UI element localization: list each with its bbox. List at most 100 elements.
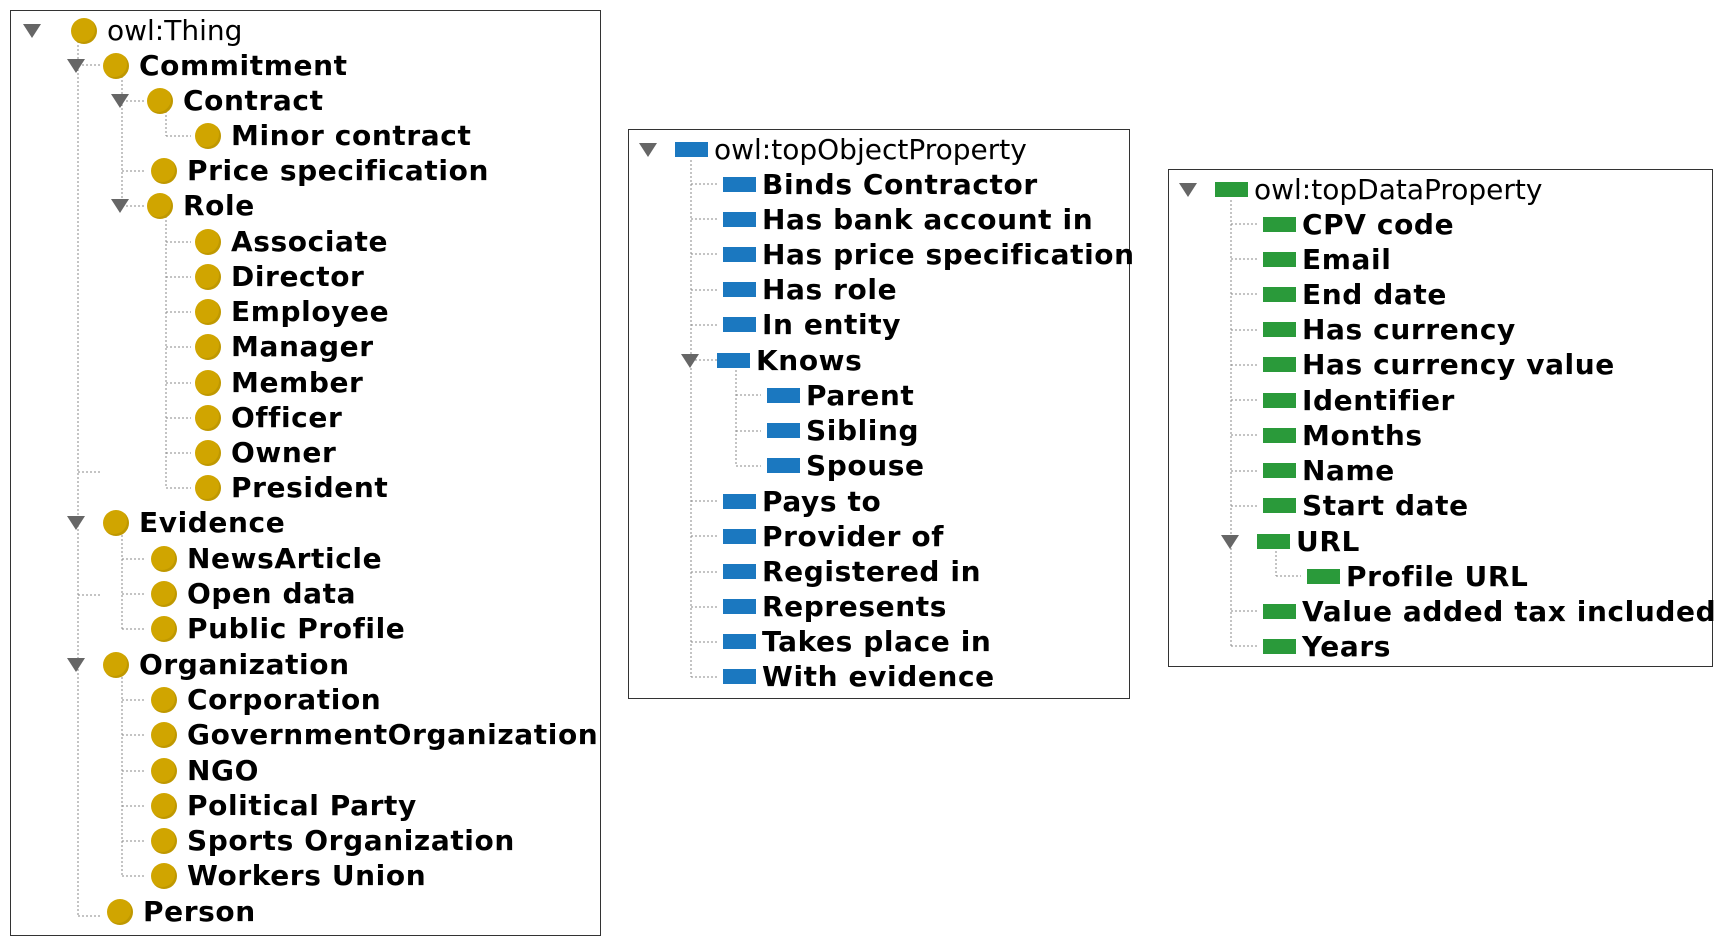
triangle-down-icon[interactable] xyxy=(65,513,87,533)
triangle-down-icon[interactable] xyxy=(637,140,659,160)
triangle-down-icon[interactable] xyxy=(65,655,87,675)
object-property-node[interactable]: Takes place in xyxy=(723,624,991,659)
class-node-associate[interactable]: Associate xyxy=(195,224,388,259)
data-property-bar-icon xyxy=(1263,498,1296,513)
data-property-node[interactable]: Identifier xyxy=(1263,383,1455,418)
data-property-node-top[interactable]: owl:topDataProperty xyxy=(1177,172,1542,207)
class-node-president[interactable]: President xyxy=(195,470,388,505)
object-property-node[interactable]: In entity xyxy=(723,307,901,342)
object-property-node[interactable]: Represents xyxy=(723,589,947,624)
property-label: Email xyxy=(1302,243,1392,276)
class-circle-icon xyxy=(195,333,221,360)
class-label: Corporation xyxy=(187,683,382,716)
class-node-political-party[interactable]: Political Party xyxy=(151,788,417,823)
data-property-node[interactable]: Email xyxy=(1263,242,1391,277)
data-property-node[interactable]: Has currency xyxy=(1263,312,1516,347)
data-property-node[interactable]: Start date xyxy=(1263,488,1469,523)
object-property-node[interactable]: Binds Contractor xyxy=(723,167,1038,202)
object-property-node-knows[interactable]: Knows xyxy=(679,343,862,378)
class-node-price-specification[interactable]: Price specification xyxy=(151,153,489,188)
property-label: Parent xyxy=(806,379,915,412)
object-property-node[interactable]: Spouse xyxy=(767,448,925,483)
class-node-person[interactable]: Person xyxy=(107,894,256,929)
class-label: Price specification xyxy=(187,154,489,187)
class-node-commitment[interactable]: Commitment xyxy=(65,48,348,83)
object-property-node-top[interactable]: owl:topObjectProperty xyxy=(637,132,1027,167)
class-circle-icon xyxy=(103,651,129,678)
class-node-corporation[interactable]: Corporation xyxy=(151,682,381,717)
object-property-node[interactable]: Provider of xyxy=(723,519,944,554)
object-property-bar-icon xyxy=(723,494,756,509)
class-label: Employee xyxy=(231,295,390,328)
class-node-owl-thing[interactable]: owl:Thing xyxy=(21,13,242,48)
object-property-node[interactable]: Registered in xyxy=(723,554,981,589)
property-label: With evidence xyxy=(762,660,995,693)
object-property-bar-icon xyxy=(723,599,756,614)
class-node-sports-organization[interactable]: Sports Organization xyxy=(151,823,515,858)
class-circle-icon xyxy=(195,263,221,290)
class-node-organization[interactable]: Organization xyxy=(65,647,350,682)
triangle-down-icon[interactable] xyxy=(109,196,131,216)
property-label: Knows xyxy=(756,344,863,377)
object-property-node[interactable]: With evidence xyxy=(723,659,995,694)
data-property-bar-icon xyxy=(1263,252,1296,267)
triangle-down-icon[interactable] xyxy=(1219,532,1241,552)
class-node-workers-union[interactable]: Workers Union xyxy=(151,858,426,893)
data-property-bar-icon xyxy=(1263,287,1296,302)
object-property-node[interactable]: Has role xyxy=(723,272,897,307)
data-property-node[interactable]: CPV code xyxy=(1263,207,1454,242)
triangle-down-icon[interactable] xyxy=(21,21,43,41)
data-property-node[interactable]: Years xyxy=(1263,629,1391,664)
object-property-node[interactable]: Sibling xyxy=(767,413,919,448)
class-node-manager[interactable]: Manager xyxy=(195,329,374,364)
data-property-node[interactable]: Profile URL xyxy=(1307,559,1528,594)
class-node-government-organization[interactable]: GovernmentOrganization xyxy=(151,717,598,752)
class-label: Person xyxy=(143,895,256,928)
triangle-down-icon[interactable] xyxy=(1177,180,1199,200)
triangle-down-icon[interactable] xyxy=(679,351,701,371)
object-property-bar-icon xyxy=(675,142,708,157)
class-node-open-data[interactable]: Open data xyxy=(151,576,356,611)
class-node-employee[interactable]: Employee xyxy=(195,294,389,329)
class-node-ngo[interactable]: NGO xyxy=(151,753,259,788)
class-circle-icon xyxy=(151,580,177,607)
class-label: Evidence xyxy=(139,506,286,539)
class-node-evidence[interactable]: Evidence xyxy=(65,505,285,540)
object-property-node[interactable]: Pays to xyxy=(723,484,881,519)
class-node-contract[interactable]: Contract xyxy=(109,83,324,118)
class-label: Member xyxy=(231,366,364,399)
property-label: Represents xyxy=(762,590,948,623)
object-property-node[interactable]: Has bank account in xyxy=(723,202,1093,237)
object-property-bar-icon xyxy=(767,388,800,403)
class-circle-icon xyxy=(151,545,177,572)
data-property-node[interactable]: Months xyxy=(1263,418,1423,453)
data-property-bar-icon xyxy=(1307,569,1340,584)
data-property-node[interactable]: Value added tax included xyxy=(1263,594,1716,629)
class-circle-icon xyxy=(147,192,173,219)
class-label: Political Party xyxy=(187,789,417,822)
data-property-node[interactable]: End date xyxy=(1263,277,1447,312)
object-property-node[interactable]: Has price specification xyxy=(723,237,1135,272)
class-label: Minor contract xyxy=(231,119,472,152)
object-property-bar-icon xyxy=(767,458,800,473)
data-property-node[interactable]: Has currency value xyxy=(1263,347,1615,382)
data-property-node[interactable]: Name xyxy=(1263,453,1395,488)
class-node-owner[interactable]: Owner xyxy=(195,435,336,470)
property-label: Profile URL xyxy=(1346,560,1529,593)
class-node-minor-contract[interactable]: Minor contract xyxy=(195,118,471,153)
class-circle-icon xyxy=(195,122,221,149)
class-circle-icon xyxy=(195,369,221,396)
class-label: Director xyxy=(231,260,365,293)
data-property-node-url[interactable]: URL xyxy=(1219,524,1360,559)
property-label: Pays to xyxy=(762,485,882,518)
triangle-down-icon[interactable] xyxy=(109,91,131,111)
class-node-newsarticle[interactable]: NewsArticle xyxy=(151,541,382,576)
class-node-member[interactable]: Member xyxy=(195,365,363,400)
class-node-role[interactable]: Role xyxy=(109,188,255,223)
class-node-director[interactable]: Director xyxy=(195,259,364,294)
triangle-down-icon[interactable] xyxy=(65,56,87,76)
object-property-node[interactable]: Parent xyxy=(767,378,914,413)
class-node-officer[interactable]: Officer xyxy=(195,400,342,435)
class-node-public-profile[interactable]: Public Profile xyxy=(151,611,405,646)
property-label: Binds Contractor xyxy=(762,168,1038,201)
